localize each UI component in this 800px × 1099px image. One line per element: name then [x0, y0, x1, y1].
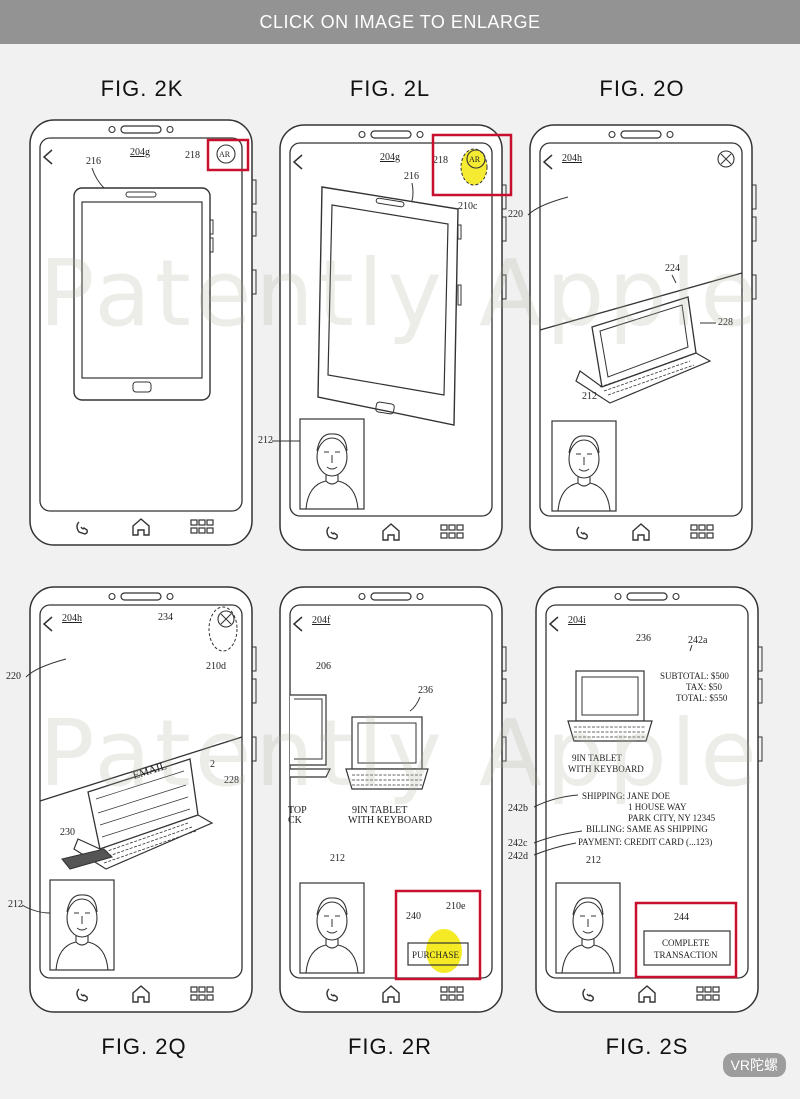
- ref-216: 216: [404, 171, 419, 182]
- fig-2l: 204g 218 AR 210c 216 212: [258, 125, 513, 550]
- user-face-thumbnail: [49, 879, 115, 971]
- ref-240: 240: [406, 911, 421, 922]
- ref-234: 234: [158, 612, 173, 623]
- ar-icon: [466, 149, 486, 169]
- product-caption-2: WITH KEYBOARD: [568, 764, 644, 774]
- ref-204g: 204g: [380, 152, 400, 163]
- fig-label-2o: FIG. 2O: [599, 76, 685, 101]
- ref-204h: 204h: [62, 613, 82, 624]
- fig-2o: 204h 220 224 228 212: [508, 125, 756, 550]
- right-item-caption-1: 9IN TABLET: [352, 805, 407, 816]
- shipping-line-3: PARK CITY, NY 12345: [628, 813, 716, 823]
- ref-242c: 242c: [508, 838, 528, 849]
- fig-2q: 204h 234 210d 220 EMAIL 2 228 230 212: [6, 587, 256, 1012]
- ref-212: 212: [330, 853, 345, 864]
- subtotal: SUBTOTAL: $500: [660, 671, 729, 681]
- close-icon: [717, 150, 735, 168]
- user-face-thumbnail: [299, 418, 365, 510]
- fig-2s: 204i 236 242a SUBTOTAL: $500 TAX: $50 TO…: [508, 587, 762, 1012]
- ref-242b: 242b: [508, 803, 528, 814]
- laptop-item: [290, 694, 331, 778]
- shipping-line-2: 1 HOUSE WAY: [628, 802, 687, 812]
- shipping-line-1: SHIPPING: JANE DOE: [582, 791, 671, 801]
- ref-2: 2: [210, 759, 215, 770]
- payment-line: PAYMENT: CREDIT CARD (...123): [578, 837, 712, 847]
- fig-label-2r: FIG. 2R: [347, 1034, 432, 1059]
- ref-224: 224: [665, 263, 680, 274]
- tablet-device: [73, 187, 211, 401]
- ref-204f: 204f: [312, 615, 331, 626]
- ref-236: 236: [418, 685, 433, 696]
- purchase-button-label: PURCHASE: [412, 950, 460, 960]
- ref-204g: 204g: [130, 147, 150, 158]
- fig-label-2k: FIG. 2K: [100, 76, 184, 101]
- ref-230: 230: [60, 827, 75, 838]
- ref-236: 236: [636, 633, 651, 644]
- ref-220: 220: [6, 671, 21, 682]
- ref-204h: 204h: [562, 153, 582, 164]
- enlarge-banner[interactable]: CLICK ON IMAGE TO ENLARGE: [0, 0, 800, 44]
- ref-242a: 242a: [688, 635, 708, 646]
- purchase-button[interactable]: [407, 942, 469, 966]
- ref-210c: 210c: [458, 201, 478, 212]
- fig-2k: 204g 218 AR 216: [30, 120, 256, 545]
- highlight-ar: [206, 138, 250, 172]
- ref-216: 216: [86, 156, 101, 167]
- tap-indicator: [208, 606, 238, 652]
- phone-on-table: [61, 848, 113, 870]
- fig-label-2l: FIG. 2L: [349, 76, 431, 101]
- tablet-keyboard-item: [351, 716, 423, 770]
- highlight-ar: [431, 133, 513, 197]
- ref-220: 220: [508, 209, 523, 220]
- ref-210e: 210e: [446, 901, 466, 912]
- ref-212: 212: [582, 391, 597, 402]
- user-face-thumbnail: [299, 882, 365, 974]
- ar-icon-label: AR: [219, 150, 231, 159]
- ref-212: 212: [586, 855, 601, 866]
- ar-icon: [216, 144, 236, 164]
- total: TOTAL: $550: [676, 693, 728, 703]
- highlight-purchase: [394, 889, 482, 981]
- ref-206: 206: [316, 661, 331, 672]
- close-icon: [217, 610, 235, 628]
- fig-2r: 204f 206 TOP CK 236 9IN TABLET WITH KEYB…: [280, 587, 506, 1012]
- ref-218: 218: [185, 150, 200, 161]
- ref-228: 228: [718, 317, 733, 328]
- left-item-caption-1: TOP: [288, 805, 307, 816]
- ref-244: 244: [674, 912, 689, 923]
- ref-212: 212: [8, 899, 23, 910]
- ref-210d: 210d: [206, 661, 226, 672]
- user-face-thumbnail: [551, 420, 617, 512]
- ref-242d: 242d: [508, 851, 528, 862]
- ref-212: 212: [258, 435, 273, 446]
- complete-button-line-2: TRANSACTION: [654, 950, 718, 960]
- ar-icon-label: AR: [469, 155, 481, 164]
- complete-transaction-button[interactable]: [643, 930, 731, 966]
- fig-label-2s: FIG. 2S: [605, 1034, 689, 1059]
- source-badge: VR陀螺: [722, 1053, 786, 1077]
- ref-218: 218: [433, 155, 448, 166]
- tilted-tablet: [317, 186, 459, 426]
- tap-indicator: [426, 929, 462, 973]
- product-caption-1: 9IN TABLET: [572, 753, 622, 763]
- fig-label-2q: FIG. 2Q: [101, 1034, 187, 1059]
- left-item-caption-2: CK: [288, 815, 303, 826]
- user-face-thumbnail: [555, 882, 621, 974]
- table-edge: [539, 272, 743, 331]
- right-item-caption-2: WITH KEYBOARD: [348, 815, 432, 826]
- ref-204i: 204i: [568, 615, 586, 626]
- complete-button-line-1: COMPLETE: [662, 938, 710, 948]
- tax: TAX: $50: [686, 682, 723, 692]
- product-image: [575, 670, 645, 722]
- highlight-complete: [634, 901, 738, 979]
- ref-228: 228: [224, 775, 239, 786]
- billing-line: BILLING: SAME AS SHIPPING: [586, 824, 708, 834]
